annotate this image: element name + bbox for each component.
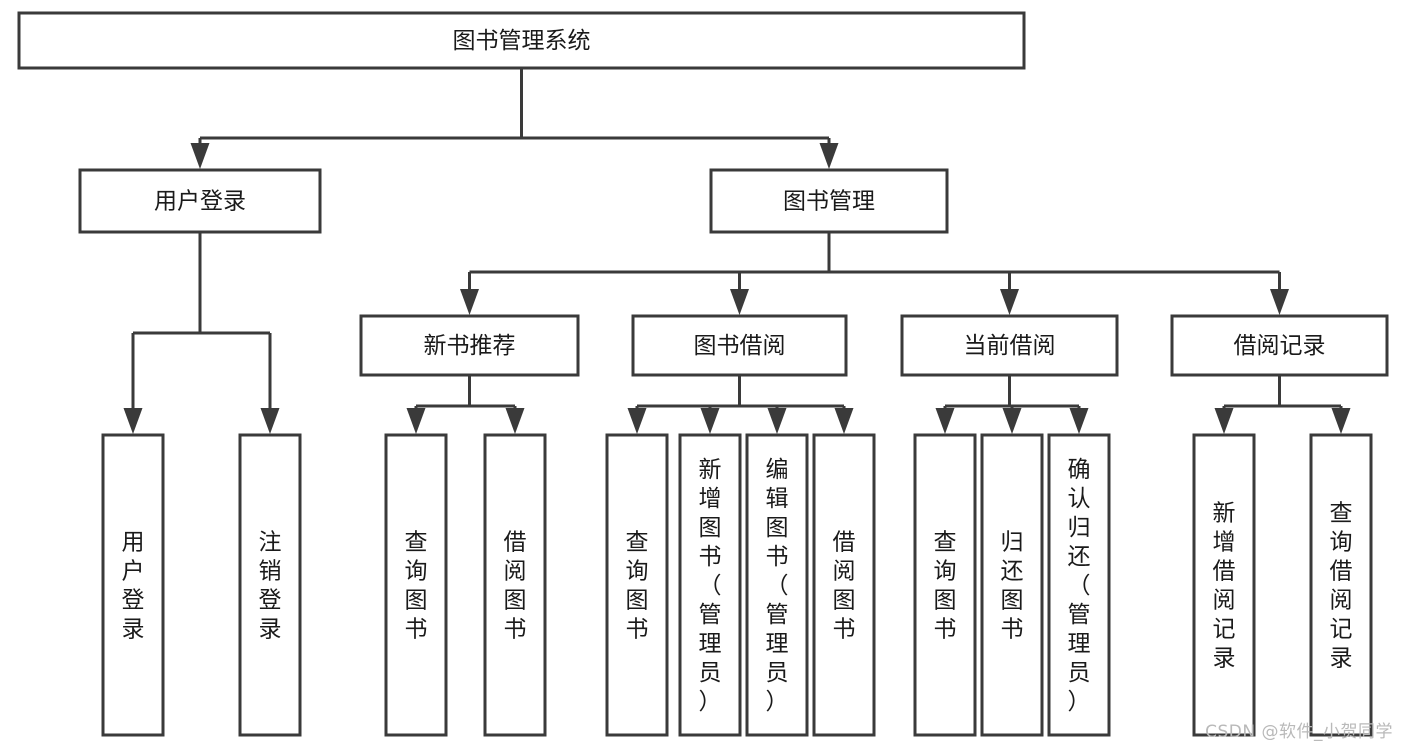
node-leaf-current-confirm[interactable]: 确认归还（管理员） bbox=[1047, 433, 1111, 737]
node-box bbox=[913, 433, 977, 737]
arrowhead-icon bbox=[190, 143, 210, 169]
node-bookmgmt[interactable]: 图书管理 bbox=[709, 168, 949, 234]
node-label: 图书借阅 bbox=[694, 333, 786, 359]
csdn-watermark: CSDN @软件_小贺同学 bbox=[1205, 722, 1393, 742]
node-label: 新增借阅记录 bbox=[1213, 501, 1236, 672]
arrowhead-icon bbox=[1069, 408, 1089, 434]
node-leaf-borrow-query[interactable]: 查询图书 bbox=[605, 433, 669, 737]
node-leaf-user-login[interactable]: 用户登录 bbox=[101, 433, 165, 737]
node-label: 注销登录 bbox=[259, 530, 282, 643]
arrowhead-icon bbox=[460, 289, 479, 315]
arrowhead-icon bbox=[1214, 408, 1234, 434]
node-leaf-borrow-add[interactable]: 新增图书（管理员） bbox=[678, 433, 742, 737]
arrowhead-icon bbox=[819, 143, 839, 169]
node-records[interactable]: 借阅记录 bbox=[1170, 314, 1389, 377]
arrowhead-icon bbox=[406, 408, 426, 434]
arrowhead-icon bbox=[767, 408, 787, 434]
node-leaf-borrow-borrow[interactable]: 借阅图书 bbox=[812, 433, 876, 737]
arrowhead-icon bbox=[123, 408, 143, 434]
node-box bbox=[900, 314, 1119, 377]
arrowhead-icon bbox=[730, 289, 749, 315]
node-box bbox=[1170, 314, 1389, 377]
node-label: 编辑图书（管理员） bbox=[766, 457, 789, 715]
node-layer: 图书管理系统用户登录图书管理新书推荐图书借阅当前借阅借阅记录用户登录注销登录查询… bbox=[17, 11, 1389, 737]
arrowhead-icon bbox=[1270, 289, 1289, 315]
node-box bbox=[384, 433, 448, 737]
node-leaf-records-query[interactable]: 查询借阅记录 bbox=[1309, 433, 1373, 737]
node-newbook[interactable]: 新书推荐 bbox=[359, 314, 580, 377]
node-label: 图书管理系统 bbox=[453, 28, 591, 54]
node-label: 当前借阅 bbox=[964, 333, 1056, 359]
node-box bbox=[745, 433, 809, 737]
node-box bbox=[1047, 433, 1111, 737]
node-label: 确认归还（管理员） bbox=[1068, 457, 1091, 715]
node-box bbox=[483, 433, 547, 737]
node-label: 借阅图书 bbox=[833, 530, 856, 643]
connector-layer bbox=[123, 68, 1351, 434]
arrowhead-icon bbox=[834, 408, 854, 434]
arrowhead-icon bbox=[700, 408, 720, 434]
node-box bbox=[359, 314, 580, 377]
node-label: 图书管理 bbox=[783, 189, 875, 215]
node-label: 查询图书 bbox=[626, 530, 649, 643]
node-login[interactable]: 用户登录 bbox=[78, 168, 322, 234]
node-box bbox=[709, 168, 949, 234]
arrowhead-icon bbox=[260, 408, 280, 434]
node-label: 借阅图书 bbox=[504, 530, 527, 643]
node-leaf-borrow-edit[interactable]: 编辑图书（管理员） bbox=[745, 433, 809, 737]
arrowhead-icon bbox=[1002, 408, 1022, 434]
node-label: 用户登录 bbox=[154, 189, 246, 215]
node-box bbox=[631, 314, 848, 377]
node-box bbox=[238, 433, 302, 737]
node-borrow[interactable]: 图书借阅 bbox=[631, 314, 848, 377]
node-label: 归还图书 bbox=[1001, 530, 1024, 643]
arrowhead-icon bbox=[1000, 289, 1019, 315]
arrowhead-icon bbox=[1331, 408, 1351, 434]
node-label: 新书推荐 bbox=[424, 333, 516, 359]
node-leaf-records-add[interactable]: 新增借阅记录 bbox=[1192, 433, 1256, 737]
node-leaf-user-logout[interactable]: 注销登录 bbox=[238, 433, 302, 737]
node-box bbox=[678, 433, 742, 737]
node-label: 借阅记录 bbox=[1234, 333, 1326, 359]
node-label: 用户登录 bbox=[122, 530, 145, 643]
node-box bbox=[605, 433, 669, 737]
node-box bbox=[1192, 433, 1256, 737]
node-leaf-newbook-borrow[interactable]: 借阅图书 bbox=[483, 433, 547, 737]
arrowhead-icon bbox=[935, 408, 955, 434]
node-box bbox=[812, 433, 876, 737]
node-leaf-newbook-query[interactable]: 查询图书 bbox=[384, 433, 448, 737]
node-box bbox=[980, 433, 1044, 737]
arrowhead-icon bbox=[627, 408, 647, 434]
node-leaf-current-query[interactable]: 查询图书 bbox=[913, 433, 977, 737]
node-box bbox=[17, 11, 1026, 70]
node-label: 查询图书 bbox=[405, 530, 428, 643]
node-label: 查询借阅记录 bbox=[1330, 501, 1353, 672]
node-label: 新增图书（管理员） bbox=[699, 457, 722, 715]
node-leaf-current-return[interactable]: 归还图书 bbox=[980, 433, 1044, 737]
node-box bbox=[1309, 433, 1373, 737]
node-current[interactable]: 当前借阅 bbox=[900, 314, 1119, 377]
arrowhead-icon bbox=[505, 408, 525, 434]
node-root[interactable]: 图书管理系统 bbox=[17, 11, 1026, 70]
node-box bbox=[101, 433, 165, 737]
node-box bbox=[78, 168, 322, 234]
node-label: 查询图书 bbox=[934, 530, 957, 643]
